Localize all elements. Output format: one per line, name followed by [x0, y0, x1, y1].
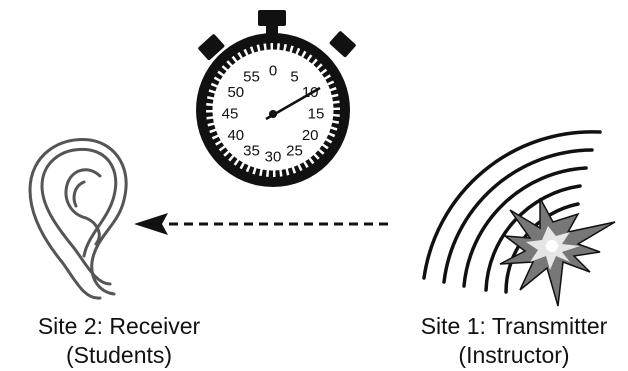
ear-icon: [28, 137, 128, 300]
dial-number-55: 55: [243, 68, 260, 85]
sound-waves-icon: [422, 130, 602, 294]
transmitter-sublabel: (Instructor): [458, 342, 570, 368]
dial-number-15: 15: [308, 106, 325, 123]
dial-number-40: 40: [227, 127, 244, 144]
transmitter-label: Site 1: Transmitter: [420, 313, 608, 339]
dial-number-35: 35: [243, 143, 260, 160]
dial-number-25: 25: [286, 143, 303, 160]
receiver-sublabel: (Students): [65, 342, 173, 368]
stopwatch-icon: 0510152025303540455055: [196, 10, 356, 187]
dial-number-5: 5: [290, 68, 298, 85]
burst-icon: [499, 197, 616, 307]
stopwatch-dial: 0510152025303540455055: [222, 63, 325, 166]
dial-number-50: 50: [227, 84, 244, 101]
transmitter-caption: Site 1: Transmitter (Instructor): [400, 312, 628, 370]
dial-number-0: 0: [269, 63, 277, 80]
dial-number-30: 30: [265, 149, 282, 166]
dial-number-45: 45: [222, 106, 239, 123]
receiver-label: Site 2: Receiver: [37, 313, 201, 339]
dashed-arrow: [134, 213, 388, 235]
receiver-caption: Site 2: Receiver (Students): [0, 312, 238, 370]
dial-number-20: 20: [302, 127, 319, 144]
